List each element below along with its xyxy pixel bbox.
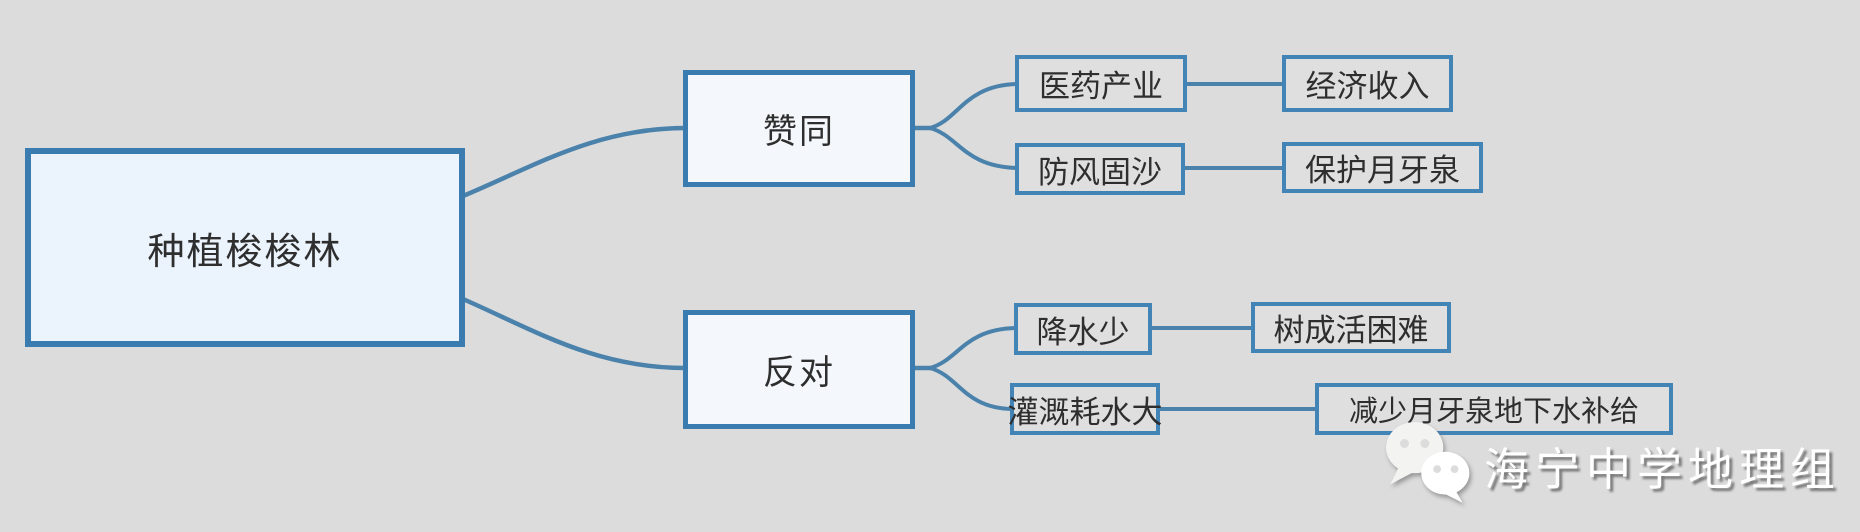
leaf-node-irrigation-water-use: 灌溉耗水大 [1008,383,1163,435]
connector-oppose-cause1 [928,326,1018,370]
leaf-node-economic-income: 经济收入 [1282,55,1453,112]
connector-agree-cause2 [928,126,1020,170]
leaf-node-windbreak-sand-fixation: 防风固沙 [1015,143,1185,195]
connector-root-oppose [460,296,689,371]
branch-node-oppose: 反对 [683,310,915,429]
connector-root-agree [460,125,689,199]
branch-node-agree: 赞同 [683,70,915,187]
leaf-node-tree-survival-difficult: 树成活困难 [1251,302,1451,353]
root-node-plant-saxaul: 种植梭梭林 [25,148,465,347]
leaf-node-medicine-industry: 医药产业 [1015,55,1187,112]
leaf-node-reduce-groundwater-recharge: 减少月牙泉地下水补给 [1315,383,1673,435]
leaf-node-little-precipitation: 降水少 [1014,303,1152,355]
connector-agree-cause1 [928,82,1020,130]
leaf-node-protect-crescent-spring: 保护月牙泉 [1282,142,1483,193]
connector-oppose-cause2 [928,366,1014,411]
